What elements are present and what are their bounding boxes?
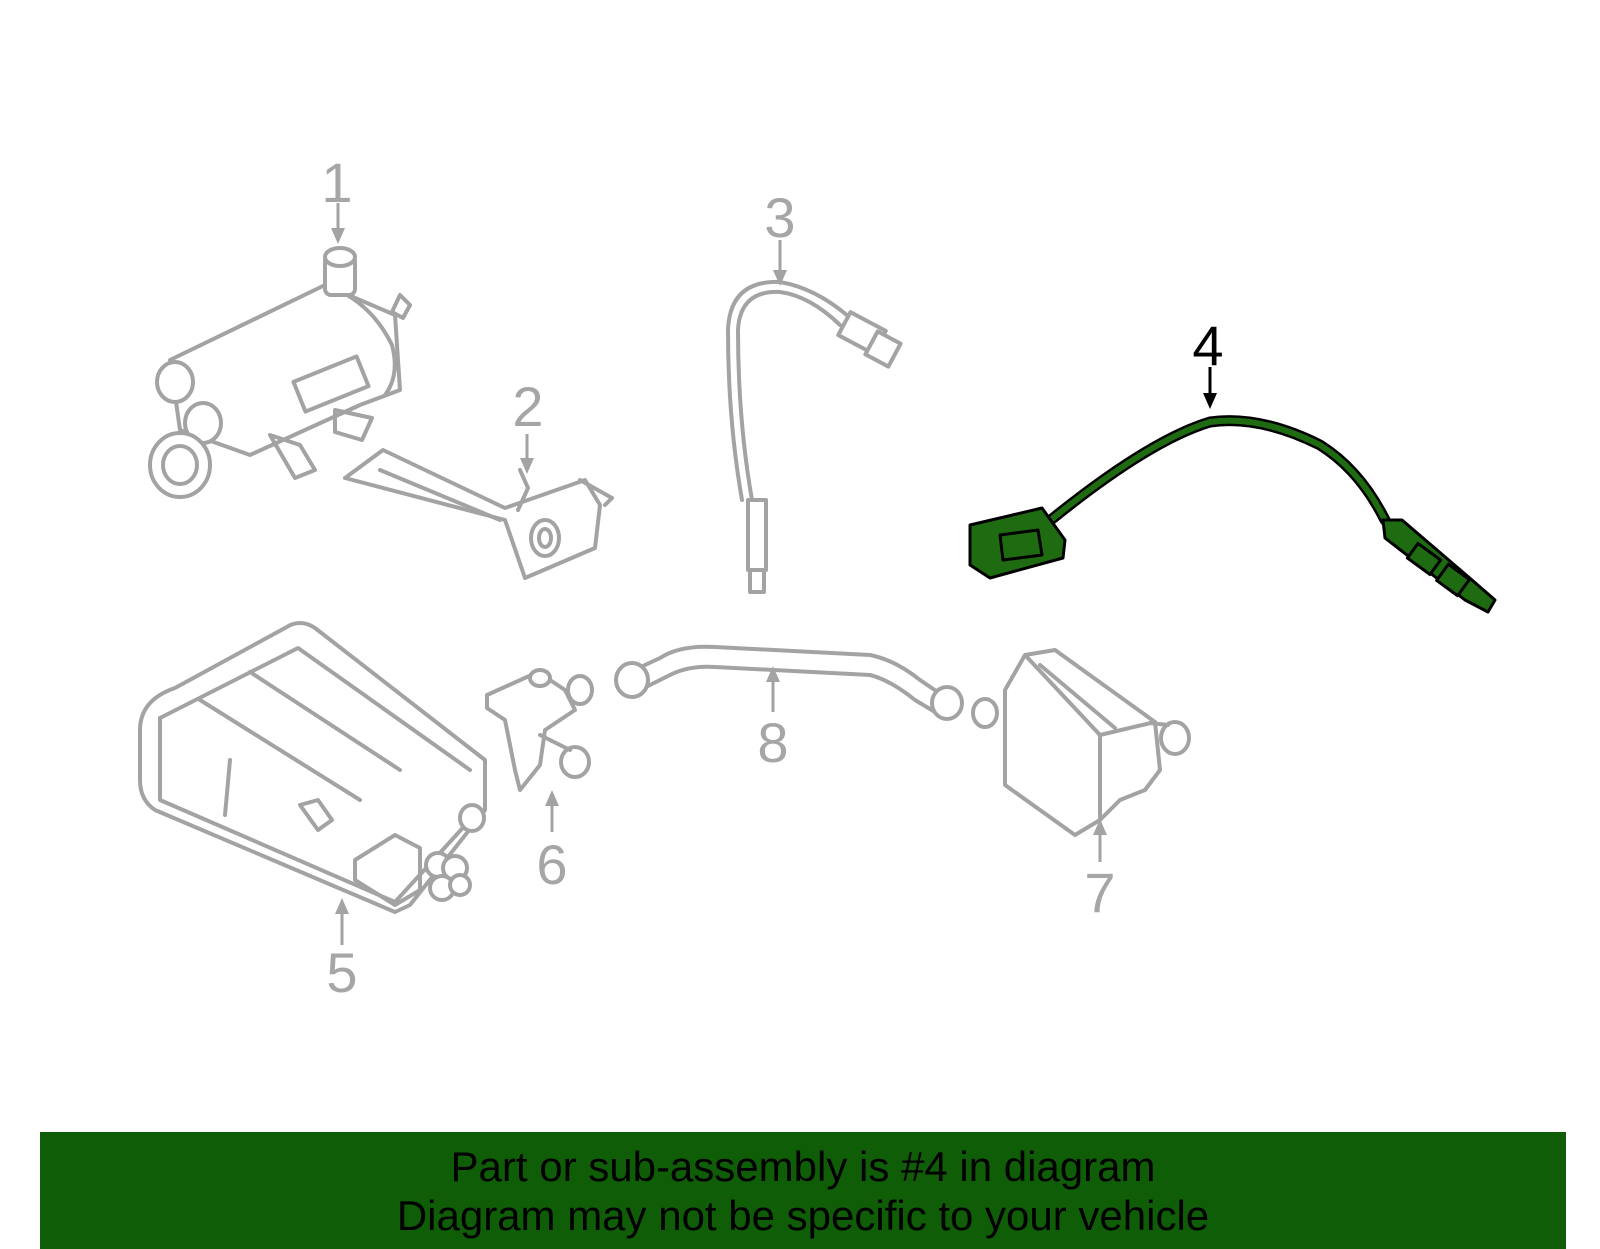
part-2-bracket bbox=[343, 448, 614, 580]
part-7-filter bbox=[971, 648, 1191, 837]
callout-6: 6 bbox=[536, 833, 567, 896]
banner-line-2: Diagram may not be specific to your vehi… bbox=[396, 1192, 1210, 1239]
part-8-hose bbox=[614, 644, 964, 721]
part-5-canister bbox=[138, 621, 487, 914]
callout-4: 4 bbox=[1192, 314, 1223, 377]
part-1-purge-valve bbox=[148, 246, 412, 499]
info-banner: Part or sub-assembly is #4 in diagram Di… bbox=[40, 1132, 1566, 1249]
callout-arrows bbox=[331, 203, 1217, 945]
callout-3: 3 bbox=[764, 186, 795, 249]
callout-2: 2 bbox=[512, 375, 543, 438]
callout-1: 1 bbox=[321, 151, 352, 214]
part-3-oxygen-sensor bbox=[726, 279, 903, 594]
callout-8: 8 bbox=[757, 711, 788, 774]
banner-line-1: Part or sub-assembly is #4 in diagram bbox=[450, 1143, 1156, 1190]
callout-5: 5 bbox=[326, 941, 357, 1004]
part-6-check-valve bbox=[485, 668, 594, 792]
callout-7: 7 bbox=[1084, 861, 1115, 924]
part-4-oxygen-sensor-highlighted bbox=[968, 415, 1497, 614]
